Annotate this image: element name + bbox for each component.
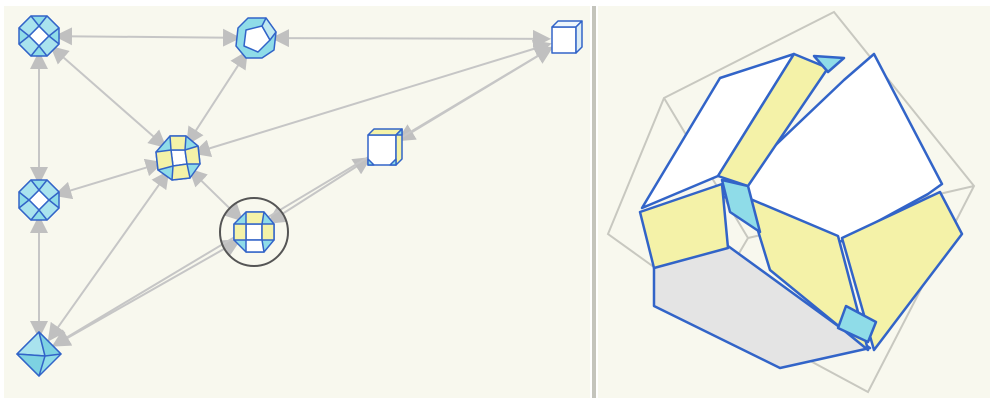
polyhedron-preview[interactable] — [598, 6, 990, 398]
rhombicuboctahedron-node[interactable] — [219, 197, 289, 267]
octahedron-node[interactable] — [16, 331, 62, 377]
panel-divider[interactable] — [592, 6, 596, 398]
nodes-layer — [16, 15, 583, 377]
preview-panel[interactable] — [598, 6, 990, 398]
graph-edge — [52, 239, 241, 347]
face-triangle-top — [812, 54, 846, 74]
face-triangle-right — [836, 304, 878, 344]
graph-edge — [54, 27, 241, 47]
graph-panel[interactable] — [4, 6, 590, 398]
truncated-cube-node[interactable] — [367, 128, 403, 166]
graph-edge — [271, 29, 551, 48]
graph-edge — [51, 46, 554, 347]
face-strip-right — [840, 190, 964, 352]
selection-ring — [219, 197, 289, 267]
truncated-octahedron-node[interactable] — [18, 15, 60, 57]
graph-edge — [47, 170, 170, 342]
graph-edge — [50, 45, 167, 149]
truncated-cuboctahedron-node[interactable] — [155, 135, 201, 181]
graph-edge — [188, 168, 244, 222]
face-strip-diagonal — [746, 196, 870, 352]
polyhedra-graph[interactable] — [4, 6, 590, 398]
graph-edge — [266, 157, 372, 224]
truncated-octahedron-node[interactable] — [18, 179, 60, 221]
face-strip-left — [638, 182, 730, 270]
rhombicuboctahedron-model — [638, 52, 964, 370]
graph-edge — [53, 158, 164, 200]
face-triangle-center — [720, 178, 762, 234]
graph-edge — [186, 50, 248, 146]
cube-node[interactable] — [551, 20, 583, 54]
cuboctahedron-node[interactable] — [235, 17, 277, 59]
edges-layer — [30, 27, 554, 347]
